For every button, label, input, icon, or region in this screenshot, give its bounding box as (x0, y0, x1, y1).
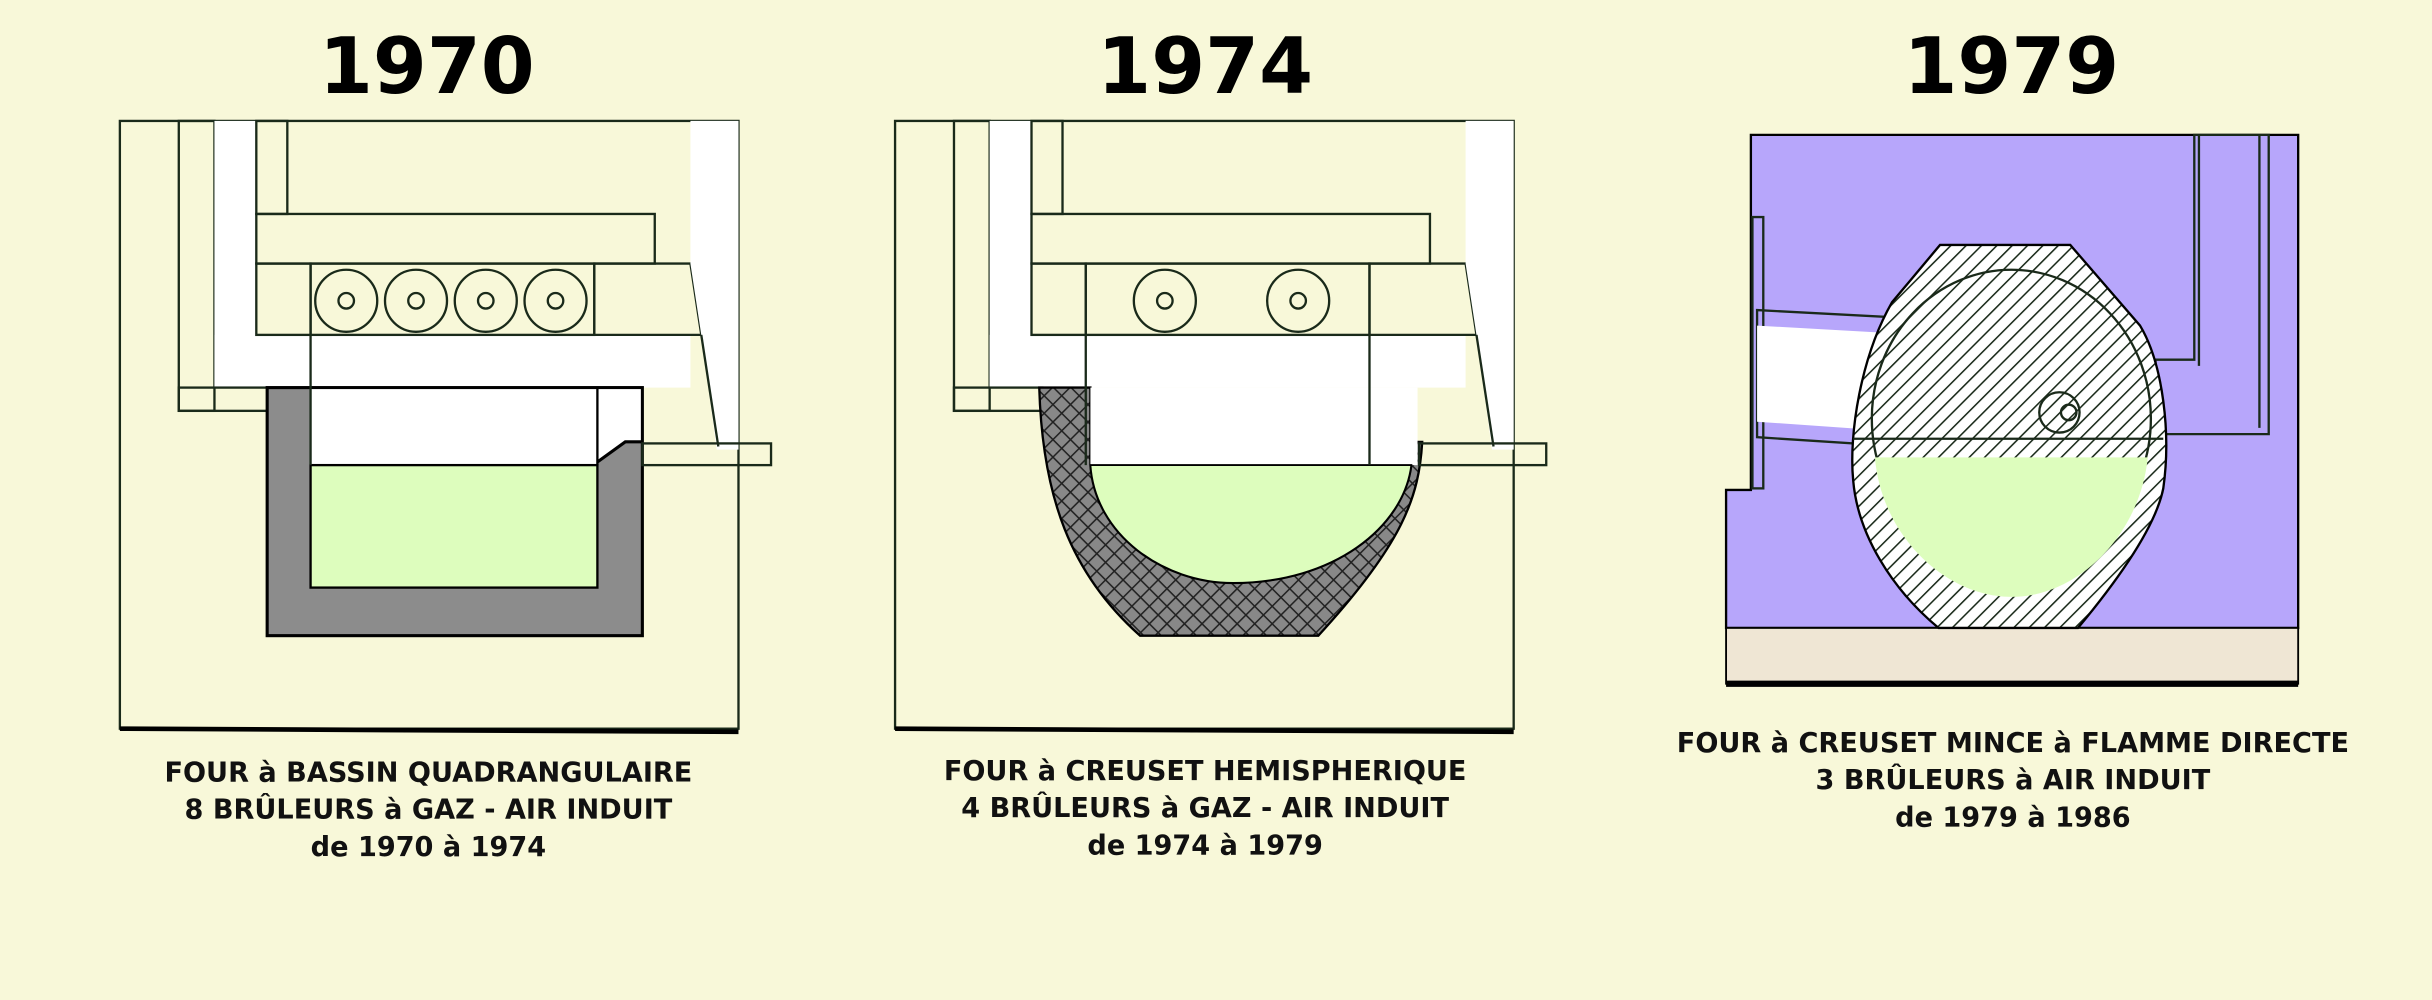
caption-line: FOUR à BASSIN QUADRANGULAIRE (164, 757, 692, 788)
caption-line: de 1974 à 1979 (1087, 830, 1322, 861)
panel-year: 1974 (1097, 22, 1313, 112)
glass-melt (1089, 464, 1413, 584)
panel-1974: 1974 FOUR à CREUSET HEMISPHERIQUE 4 BRÛL… (893, 22, 1548, 861)
caption-line: FOUR à CREUSET HEMISPHERIQUE (944, 756, 1467, 787)
burner-icon (523, 268, 588, 333)
glass-melt (309, 463, 599, 589)
caption-line: 8 BRÛLEURS à GAZ - AIR INDUIT (185, 794, 673, 826)
burner-row (314, 268, 588, 333)
burner-icon (1266, 268, 1331, 333)
caption-line: FOUR à CREUSET MINCE à FLAMME DIRECTE (1677, 728, 2349, 759)
burner-icon (2038, 391, 2081, 434)
caption-line: 3 BRÛLEURS à AIR INDUIT (1816, 764, 2211, 796)
caption-line: 4 BRÛLEURS à GAZ - AIR INDUIT (961, 792, 1449, 824)
panel-year: 1979 (1903, 22, 2119, 112)
caption-line: de 1979 à 1986 (1895, 802, 2130, 833)
panel-year: 1970 (319, 22, 535, 112)
panel-1979: 1979 FOUR à CREUSET MINCE à FLAMME DIREC… (1677, 22, 2349, 833)
glass-melt (1874, 457, 2148, 597)
burner-icon (453, 268, 518, 333)
burner-icon (314, 268, 379, 333)
burner-icon (1132, 268, 1198, 333)
burner-icon (383, 268, 449, 333)
panel-1970: 1970 FOUR à BASSIN QUADRANGULAIRE 8 BRÛL… (118, 22, 773, 863)
caption-line: de 1970 à 1974 (311, 832, 546, 863)
